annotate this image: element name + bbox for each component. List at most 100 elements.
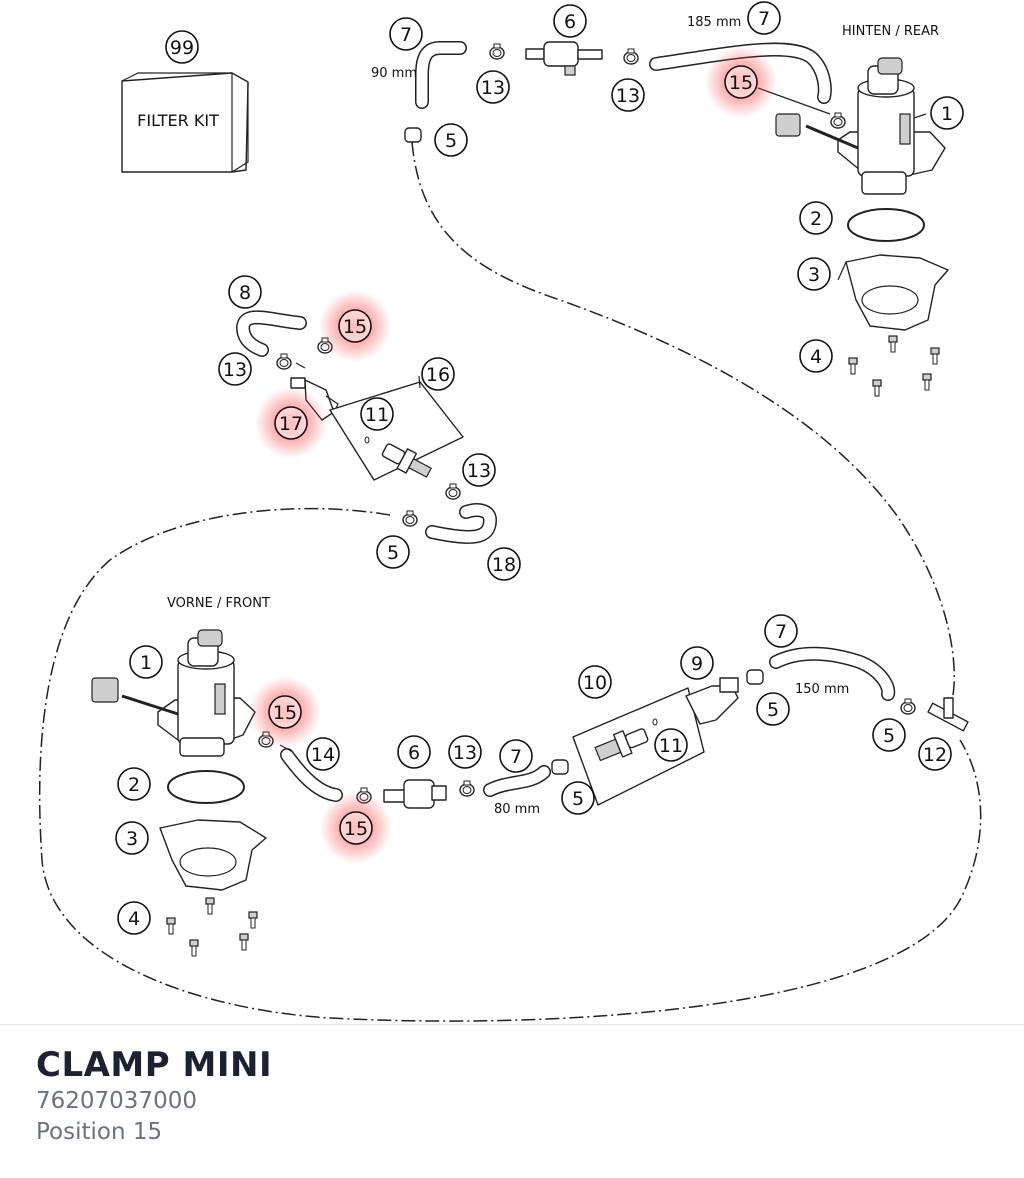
top-coupling-5 bbox=[404, 127, 422, 143]
top-hose-90mm bbox=[415, 41, 467, 109]
callout[interactable]: 11 bbox=[360, 397, 394, 431]
callout[interactable]: 4 bbox=[117, 901, 151, 935]
callout-number: 13 bbox=[616, 85, 640, 107]
part-position: Position 15 bbox=[36, 1119, 163, 1145]
callout[interactable]: 1 bbox=[129, 645, 163, 679]
callout[interactable]: 1 bbox=[930, 96, 964, 130]
callout-number: 3 bbox=[126, 828, 138, 850]
callout-number: 9 bbox=[691, 653, 703, 675]
callout-number: 4 bbox=[810, 346, 822, 368]
fuel-line-loop bbox=[38, 507, 982, 1022]
callout[interactable]: 5 bbox=[376, 535, 410, 569]
filter-box-10 bbox=[572, 687, 705, 806]
callout-circle bbox=[680, 646, 714, 680]
rear-bolts-4 bbox=[848, 335, 940, 397]
callout-number: 1 bbox=[140, 652, 152, 674]
rear-fuel-pump bbox=[775, 57, 946, 195]
filter-kit-label: FILTER KIT bbox=[137, 111, 219, 130]
coupling-5-right bbox=[746, 669, 764, 685]
callout[interactable]: 16 bbox=[421, 357, 455, 391]
callout[interactable]: 18 bbox=[487, 547, 521, 581]
callout-circle bbox=[339, 811, 373, 845]
callout-circle bbox=[117, 767, 151, 801]
callout-number: 2 bbox=[810, 208, 822, 230]
callout-circle bbox=[799, 339, 833, 373]
top-hose-185mm bbox=[649, 42, 832, 104]
callout[interactable]: 6 bbox=[397, 735, 431, 769]
callout-highlighted[interactable]: 15 bbox=[705, 46, 777, 118]
callout[interactable]: 13 bbox=[462, 453, 496, 487]
fitting-9 bbox=[685, 677, 739, 725]
filter-box-16 bbox=[329, 381, 464, 481]
callout-number: 5 bbox=[883, 725, 895, 747]
callout-circle bbox=[376, 535, 410, 569]
callout-highlighted[interactable]: 17 bbox=[255, 387, 327, 459]
part-name: CLAMP MINI bbox=[36, 1045, 273, 1085]
callout-number: 11 bbox=[659, 735, 683, 757]
callout[interactable]: 7 bbox=[747, 1, 781, 35]
callout[interactable]: 2 bbox=[117, 767, 151, 801]
callout-circle bbox=[129, 645, 163, 679]
part-number: 76207037000 bbox=[36, 1088, 197, 1114]
callout-number: 1 bbox=[941, 103, 953, 125]
callout[interactable]: 14 bbox=[306, 737, 340, 771]
callout[interactable]: 4 bbox=[799, 339, 833, 373]
callout[interactable]: 5 bbox=[872, 718, 906, 752]
callout[interactable]: 13 bbox=[218, 352, 252, 386]
callout-number: 15 bbox=[344, 818, 368, 840]
hose-8 bbox=[236, 310, 307, 357]
callout[interactable]: 3 bbox=[115, 821, 149, 855]
callout-circle bbox=[476, 70, 510, 104]
callout-circle bbox=[799, 201, 833, 235]
callout[interactable]: 3 bbox=[797, 257, 831, 291]
front-bolts-4 bbox=[166, 897, 258, 957]
callout[interactable]: 99 bbox=[165, 30, 199, 64]
callout[interactable]: 6 bbox=[553, 4, 587, 38]
callout-circle bbox=[553, 4, 587, 38]
hose-length-185: 185 mm bbox=[687, 15, 741, 30]
filter-kit-box: FILTER KIT bbox=[121, 72, 249, 173]
hose-length-80: 80 mm bbox=[494, 802, 540, 817]
callout-highlighted[interactable]: 15 bbox=[320, 792, 392, 864]
callout-number: 7 bbox=[400, 24, 412, 46]
callout[interactable]: 13 bbox=[611, 78, 645, 112]
callout[interactable]: 5 bbox=[434, 123, 468, 157]
callout[interactable]: 5 bbox=[756, 692, 790, 726]
callout-number: 11 bbox=[365, 404, 389, 426]
hose-80mm bbox=[483, 765, 551, 797]
callout[interactable]: 7 bbox=[499, 739, 533, 773]
callout-number: 7 bbox=[510, 746, 522, 768]
hose-14 bbox=[280, 748, 343, 802]
callout-circle bbox=[561, 781, 595, 815]
exploded-parts-diagram: FILTER KIT bbox=[38, 1, 982, 1022]
callout[interactable]: 13 bbox=[476, 70, 510, 104]
callout-highlighted[interactable]: 15 bbox=[249, 676, 321, 748]
callout[interactable]: 7 bbox=[389, 17, 423, 51]
front-bracket-3 bbox=[159, 819, 267, 891]
callout[interactable]: 10 bbox=[578, 665, 612, 699]
callout-number: 13 bbox=[453, 742, 477, 764]
callout-number: 13 bbox=[481, 77, 505, 99]
callout[interactable]: 7 bbox=[764, 614, 798, 648]
callout-number: 13 bbox=[467, 460, 491, 482]
callout[interactable]: 13 bbox=[448, 735, 482, 769]
rear-label: HINTEN / REAR bbox=[842, 24, 939, 39]
callout[interactable]: 9 bbox=[680, 646, 714, 680]
callout[interactable]: 12 bbox=[918, 737, 952, 771]
hose-length-150: 150 mm bbox=[795, 682, 849, 697]
callout[interactable]: 5 bbox=[561, 781, 595, 815]
callout-circle bbox=[397, 735, 431, 769]
callout-number: 4 bbox=[128, 908, 140, 930]
callout[interactable]: 2 bbox=[799, 201, 833, 235]
rear-bracket-3 bbox=[837, 254, 949, 331]
callout-circle bbox=[434, 123, 468, 157]
callout[interactable]: 8 bbox=[228, 275, 262, 309]
callout-circle bbox=[611, 78, 645, 112]
callout[interactable]: 11 bbox=[654, 728, 688, 762]
callout-number: 5 bbox=[445, 130, 457, 152]
callout-circle bbox=[338, 309, 372, 343]
callout-circle bbox=[918, 737, 952, 771]
top-valve-6 bbox=[525, 41, 603, 76]
callout-number: 7 bbox=[758, 8, 770, 30]
callout-highlighted[interactable]: 15 bbox=[319, 290, 391, 362]
